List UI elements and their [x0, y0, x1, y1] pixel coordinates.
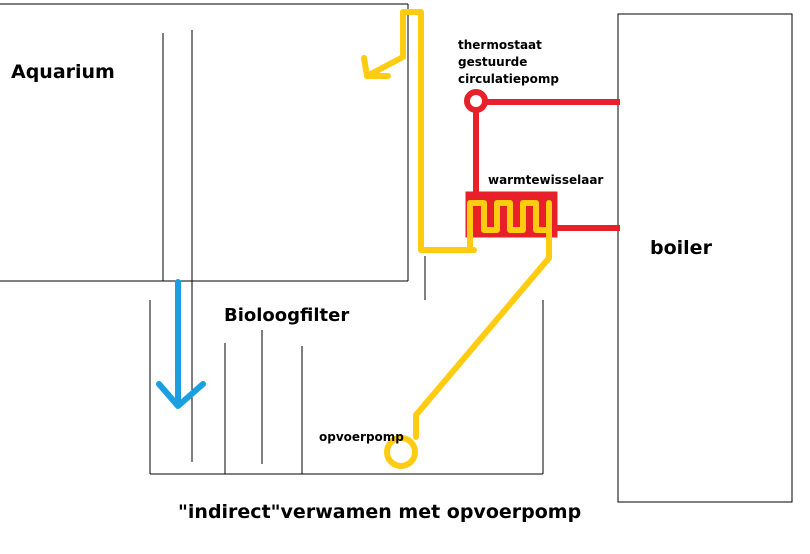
thermostat-label-line2: gestuurde [458, 55, 527, 69]
heating-circuit [464, 89, 620, 231]
biofilter-label: Bioloogfilter [224, 305, 349, 326]
boiler-box [617, 13, 793, 503]
thermostat-label-line3: circulatiepomp [458, 72, 559, 86]
biofilter-tank [149, 256, 544, 475]
circulation-pump-icon [464, 89, 488, 113]
aquarium-tank [0, 3, 409, 282]
boiler-label: boiler [650, 237, 713, 259]
thermostat-label-line1: thermostaat [458, 38, 542, 52]
aquarium-label: Aquarium [11, 61, 115, 83]
diagram-caption: "indirect"verwamen met opvoerpomp [178, 501, 581, 523]
lift-pump-icon [384, 435, 418, 469]
heat-exchanger-label: warmtewisselaar [488, 173, 603, 187]
overflow-arrow [156, 279, 206, 409]
water-circuit [361, 9, 552, 469]
lift-pump-label: opvoerpomp [319, 430, 404, 444]
